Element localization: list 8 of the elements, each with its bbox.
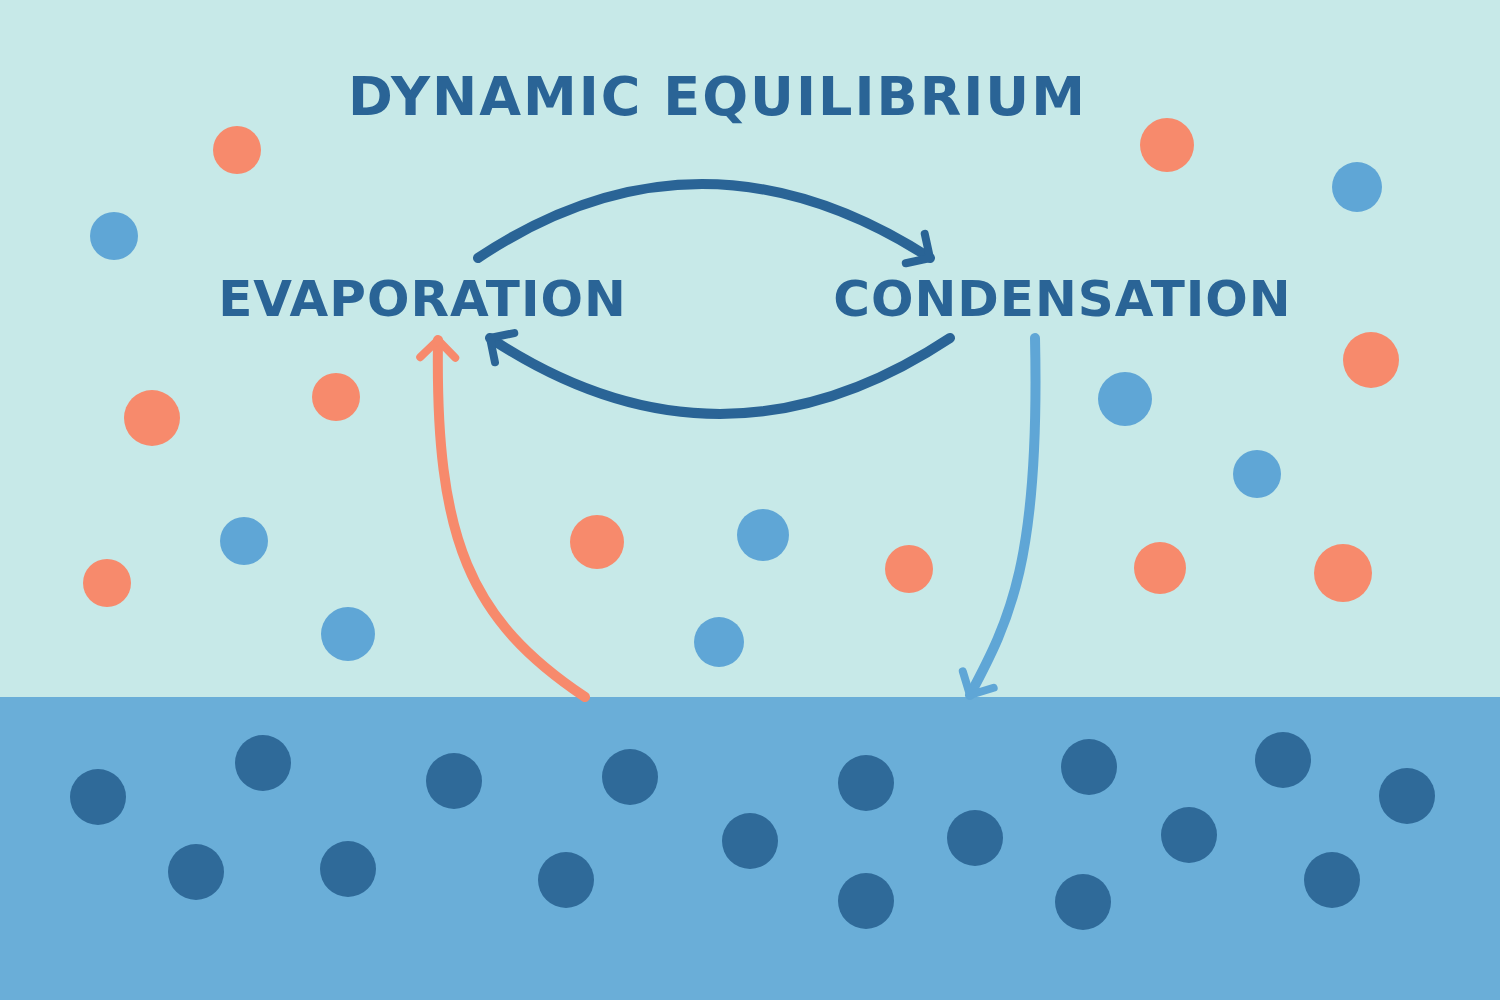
arrow	[416, 335, 590, 702]
arrow	[473, 179, 935, 269]
arrow	[485, 328, 955, 419]
arrow	[958, 333, 1041, 700]
process-label: CONDENSATION	[833, 270, 1292, 328]
process-label: EVAPORATION	[218, 270, 627, 328]
liquid-band	[0, 697, 1500, 1000]
diagram-title: DYNAMIC EQUILIBRIUM	[347, 65, 1088, 128]
